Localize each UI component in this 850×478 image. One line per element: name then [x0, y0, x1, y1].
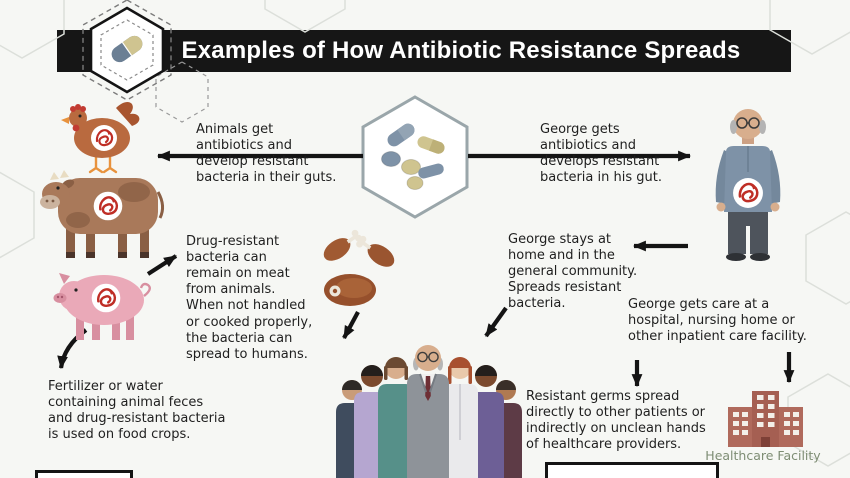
arrow-community-to-crowd: [484, 306, 508, 338]
cow-icon: [40, 170, 165, 258]
bacteria-icon: [90, 282, 122, 314]
pig-icon: [53, 273, 151, 340]
chicken-icon: [61, 101, 140, 174]
callout-george: George gets antibiotics and develops res…: [540, 122, 662, 186]
callout-animals: Animals get antibiotics and develop resi…: [196, 122, 337, 186]
bacteria-icon: [89, 123, 119, 153]
arrow-meat-to-crowd: [342, 311, 360, 339]
page-title: Examples of How Antibiotic Resistance Sp…: [181, 37, 741, 64]
capsule-badge-icon: [82, 0, 209, 123]
callout-fertilizer: Fertilizer or water containing animal fe…: [48, 379, 226, 443]
callout-community: George stays at home and in the general …: [508, 232, 638, 312]
bottom-left-cutoff-box: [35, 470, 133, 478]
arrow-cow-to-meat-text: [146, 254, 178, 276]
callout-meat: Drug-resistant bacteria can remain on me…: [186, 234, 313, 362]
hexagon-pattern: [0, 0, 850, 467]
callout-germs: Resistant germs spread directly to other…: [526, 389, 706, 453]
callout-care: George gets care at a hospital, nursing …: [628, 297, 807, 345]
healthcare-facility-label: Healthcare Facility: [705, 448, 821, 463]
title-banner: Examples of How Antibiotic Resistance Sp…: [57, 30, 791, 72]
crowd-icon: [336, 345, 522, 478]
meat-icon: [323, 229, 395, 306]
healthcare-facility-icon: [728, 391, 803, 447]
pills-cluster-icon: [361, 95, 469, 219]
george-figure-icon: [715, 109, 781, 261]
bacteria-icon: [731, 176, 765, 210]
bottom-center-cutoff-box: [545, 462, 719, 478]
bacteria-icon: [92, 190, 124, 222]
